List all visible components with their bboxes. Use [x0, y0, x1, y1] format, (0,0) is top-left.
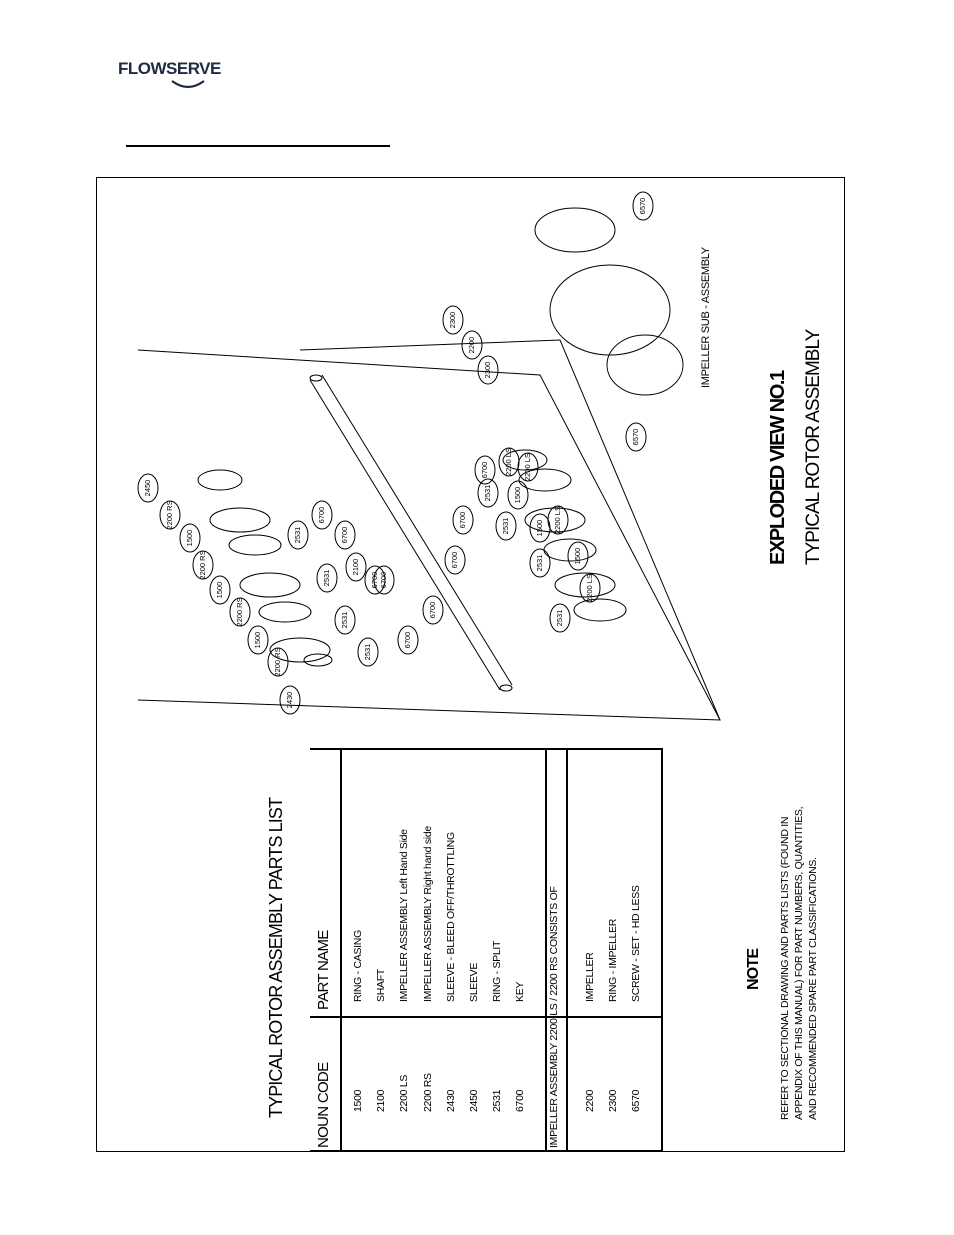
callout-label: 6570: [631, 429, 640, 446]
table-border-bottom: [310, 1150, 662, 1152]
callout-circle: [334, 520, 356, 550]
callout-circle: [267, 647, 289, 677]
callout-circle: [316, 563, 338, 593]
callout-label: 6700: [458, 512, 467, 529]
callout-label: 6700: [450, 552, 459, 569]
callout-circle: [229, 597, 251, 627]
callout-circle: [287, 520, 309, 550]
callout-circle: [549, 603, 571, 633]
logo-text: FLOWSERVE: [118, 59, 221, 78]
callout-circle: [397, 625, 419, 655]
callout-label: 1500: [535, 520, 544, 537]
callout-label: 2531: [535, 555, 544, 572]
callout-circle: [357, 637, 379, 667]
callout-circle: [495, 511, 517, 541]
callout-circle: [547, 505, 569, 535]
callout-label: 1500: [185, 530, 194, 547]
callout-circle: [159, 500, 181, 530]
callout-circle: [247, 625, 269, 655]
callout-label: 2531: [483, 485, 492, 502]
table-sub-divider-right: [566, 748, 568, 1151]
callout-label: 2531: [340, 612, 349, 629]
callout-circle: [477, 355, 499, 385]
callout-label: 2200 LS: [504, 448, 513, 476]
header-rule: [126, 145, 390, 147]
callout-label: 2200: [467, 337, 476, 354]
callout-label: 2200 RS: [235, 597, 244, 626]
logo-swoosh-icon: [171, 80, 205, 89]
callout-circle: [373, 565, 395, 595]
callout-label: 1500: [253, 632, 262, 649]
callout-label: 2200 LS: [585, 574, 594, 602]
callout-label: 2200 RS: [198, 550, 207, 579]
callout-circle: [507, 480, 529, 510]
callout-circle: [442, 305, 464, 335]
callout-circle: [209, 575, 231, 605]
callout-label: 1500: [513, 487, 522, 504]
callout-circle: [311, 500, 333, 530]
callout-circle: [567, 541, 589, 571]
callout-label: 6700: [403, 632, 412, 649]
impeller-sub-assembly: [534, 207, 684, 396]
callout-label: 6700: [480, 462, 489, 479]
callout-circle: [632, 191, 654, 221]
upper-plane-outline: [137, 349, 721, 721]
callout-circle: [364, 565, 386, 595]
callout-label: 6700: [379, 572, 388, 589]
impeller-stack-lower: [502, 449, 627, 622]
table-column-divider: [310, 1016, 662, 1018]
callout-circle: [625, 422, 647, 452]
callout-label: 2200 LS: [523, 453, 532, 481]
callout-label: 2531: [293, 527, 302, 544]
callout-circle: [137, 473, 159, 503]
callout-circle: [279, 685, 301, 715]
callout-circle: [422, 595, 444, 625]
callout-circle: [474, 455, 496, 485]
table-border-right: [661, 748, 663, 1151]
callout-circle: [345, 552, 367, 582]
callout-label: 6700: [428, 602, 437, 619]
callout-label: 2200 RS: [165, 500, 174, 529]
figure-frame: [96, 177, 845, 1152]
shaft: [309, 374, 513, 692]
callout-circle: [334, 605, 356, 635]
callout-label: 2200 LS: [553, 506, 562, 534]
callout-circle: [444, 545, 466, 575]
callout-label: 2531: [555, 610, 564, 627]
callout-circle: [192, 550, 214, 580]
callout-label: 2100: [351, 559, 360, 576]
callout-label: 1500: [573, 548, 582, 565]
callout-label: 2300: [448, 312, 457, 329]
callout-label: 6700: [317, 507, 326, 524]
callout-circle: [179, 523, 201, 553]
impeller-stack-upper: [197, 469, 333, 667]
table-sub-divider-left: [545, 748, 547, 1151]
callout-circle: [461, 330, 483, 360]
table-border-top: [310, 748, 662, 750]
table-header-divider: [340, 748, 342, 1151]
callout-circle: [529, 548, 551, 578]
callout-circle: [477, 478, 499, 508]
callout-circle: [452, 505, 474, 535]
flowserve-logo: FLOWSERVE: [118, 57, 230, 97]
callout-circle: [517, 452, 539, 482]
callout-label: 2531: [501, 518, 510, 535]
callout-label: 2430: [285, 692, 294, 709]
callout-label: 2531: [363, 644, 372, 661]
callout-label: 2531: [322, 570, 331, 587]
callout-label: 2450: [143, 480, 152, 497]
callout-label: 2200 RS: [273, 647, 282, 676]
callout-circle: [579, 573, 601, 603]
callout-label: 1500: [215, 582, 224, 599]
callout-label: 2300: [483, 362, 492, 379]
callout-label: 6700: [340, 527, 349, 544]
callout-label: 6570: [638, 198, 647, 215]
